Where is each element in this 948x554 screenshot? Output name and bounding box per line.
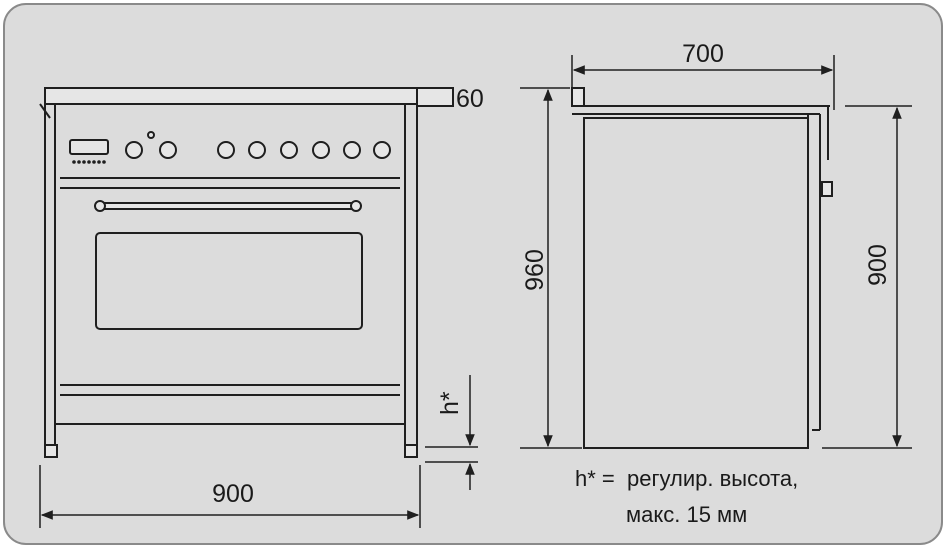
foot-right bbox=[404, 444, 418, 458]
side-backguard bbox=[571, 87, 585, 107]
side-view bbox=[571, 87, 833, 449]
control-knobs bbox=[125, 131, 391, 159]
front-view bbox=[39, 87, 454, 458]
label-width: 900 bbox=[212, 480, 254, 508]
knob-7 bbox=[343, 141, 361, 159]
knob-2 bbox=[159, 141, 177, 159]
indicator-light bbox=[147, 131, 155, 139]
label-backguard-height: 60 bbox=[456, 85, 484, 113]
side-body bbox=[583, 117, 809, 449]
knob-3 bbox=[217, 141, 235, 159]
label-height-total: 960 bbox=[521, 249, 549, 291]
knob-4 bbox=[248, 141, 266, 159]
knob-6 bbox=[312, 141, 330, 159]
knob-1 bbox=[125, 141, 143, 159]
foot-left bbox=[44, 444, 58, 458]
oven-window bbox=[95, 232, 363, 330]
note-line-1: h* = регулир. высота, bbox=[575, 466, 798, 491]
dim-height-total bbox=[520, 87, 582, 449]
dim-width bbox=[39, 465, 421, 528]
backguard bbox=[416, 87, 454, 107]
dim-height-body bbox=[822, 105, 912, 449]
knob-8 bbox=[373, 141, 391, 159]
hob-top bbox=[44, 87, 418, 105]
label-height-body: 900 bbox=[864, 244, 892, 286]
dim-depth bbox=[571, 55, 835, 110]
display-dots bbox=[72, 160, 106, 164]
note-line-2: макс. 15 мм bbox=[626, 502, 747, 527]
display-panel bbox=[69, 139, 109, 155]
dim-adjustable bbox=[425, 375, 478, 490]
label-depth: 700 bbox=[682, 40, 724, 68]
knob-5 bbox=[280, 141, 298, 159]
oven-handle bbox=[99, 202, 357, 210]
label-adjustable: h* bbox=[436, 391, 464, 415]
side-handle bbox=[821, 181, 833, 197]
